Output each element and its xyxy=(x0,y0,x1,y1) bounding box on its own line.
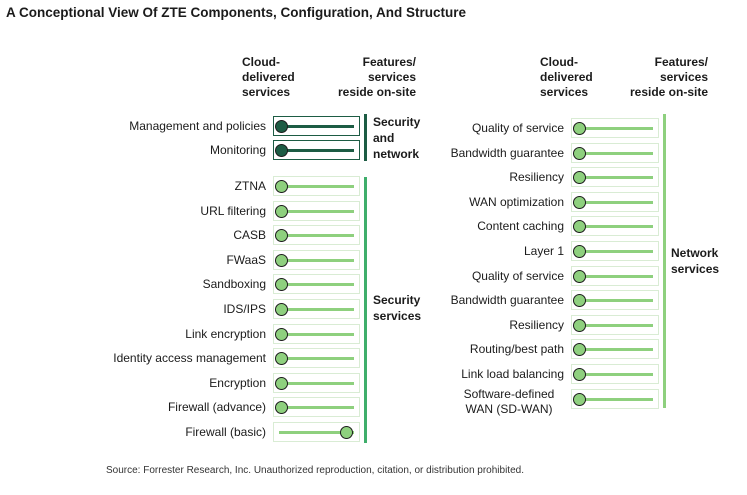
bracket-security-network xyxy=(364,114,367,161)
header-cloud-right: Cloud- delivered services xyxy=(540,55,593,99)
bracket-security-services xyxy=(364,177,367,443)
left-row-label: Identity access management xyxy=(113,351,266,366)
right-row-label: Quality of service xyxy=(471,268,564,283)
right-row-slider-knob xyxy=(573,122,586,135)
left-row-slider-knob xyxy=(275,376,288,390)
left-row-label: ZTNA xyxy=(234,179,266,193)
right-row-slider-track xyxy=(577,127,653,130)
right-row-slider-track xyxy=(577,151,653,155)
left-top-row-label: Management and policies xyxy=(129,119,266,133)
right-row-slider-knob xyxy=(573,245,586,258)
right-row-slider-knob xyxy=(573,171,586,185)
left-row-slider-knob xyxy=(275,253,288,267)
right-row-label: WAN optimization xyxy=(469,194,564,209)
right-row-slider-track xyxy=(577,299,653,303)
left-row-slider-track xyxy=(279,406,354,410)
right-row-slider-knob xyxy=(573,195,586,209)
right-row-label: Layer 1 xyxy=(523,244,564,258)
right-row-label: Software-defined WAN (SD-WAN) xyxy=(463,387,555,416)
left-top-row-slider-knob xyxy=(275,144,288,157)
source-note: Source: Forrester Research, Inc. Unautho… xyxy=(106,465,524,476)
left-row-label: Firewall (advance) xyxy=(167,400,266,415)
right-row-label: Quality of service xyxy=(471,121,564,135)
right-row-slider-knob xyxy=(573,269,586,283)
left-row-slider-knob xyxy=(340,426,353,439)
left-row-slider-track xyxy=(279,381,354,385)
right-row-slider-track xyxy=(577,348,653,352)
left-row-slider-track xyxy=(279,209,354,213)
right-row-label: Bandwidth guarantee xyxy=(450,145,564,160)
right-row-label: Routing/best path xyxy=(469,342,564,357)
left-top-row-label: Monitoring xyxy=(209,143,266,157)
bracket-network-services xyxy=(663,114,666,408)
left-row-slider-track xyxy=(279,308,354,311)
left-row-slider-track xyxy=(279,332,354,336)
group-label-network-services: Network services xyxy=(671,246,720,276)
header-onsite-right: Features/ services reside on-site xyxy=(629,55,708,99)
left-row-label: URL filtering xyxy=(200,203,266,218)
right-row-slider-track xyxy=(577,200,653,204)
right-row-slider-track xyxy=(577,250,653,253)
right-row-label: Content caching xyxy=(477,219,564,234)
header-onsite-left: Features/ services reside on-site xyxy=(337,55,416,99)
right-row-slider-track xyxy=(577,398,653,401)
left-row-slider-track xyxy=(279,431,354,434)
right-row-slider-track xyxy=(577,373,653,376)
left-row-slider-knob xyxy=(275,204,288,218)
left-row-slider-track xyxy=(279,283,354,287)
right-row-slider-track xyxy=(577,274,653,278)
right-row-slider-knob xyxy=(573,343,586,357)
left-top-row-slider-track xyxy=(279,125,354,128)
page-title: A Conceptional View Of ZTE Components, C… xyxy=(6,5,467,20)
left-row-slider-knob xyxy=(275,327,288,341)
right-row-slider-knob xyxy=(573,318,586,332)
left-top-row-slider-track xyxy=(279,149,354,152)
group-label-security-services: Security services xyxy=(373,293,422,323)
group-label-security-network: Security and network xyxy=(373,115,421,161)
right-row-label: Link load balancing xyxy=(461,367,564,381)
right-row-slider-knob xyxy=(573,393,586,406)
right-row-slider-knob xyxy=(573,146,586,160)
left-row-slider-knob xyxy=(275,229,288,243)
right-row-label: Resiliency xyxy=(509,317,564,332)
left-row-label: Sandboxing xyxy=(202,277,266,292)
left-row-label: FWaaS xyxy=(226,252,266,267)
right-row-label: Bandwidth guarantee xyxy=(450,293,564,308)
left-row-slider-knob xyxy=(275,180,288,193)
left-row-slider-knob xyxy=(275,303,288,316)
left-row-slider-track xyxy=(279,185,354,188)
left-row-slider-knob xyxy=(275,352,288,366)
left-row-slider-track xyxy=(279,234,354,238)
left-row-slider-track xyxy=(279,357,354,361)
right-row-slider-knob xyxy=(573,368,586,381)
left-row-slider-track xyxy=(279,258,354,262)
right-row-slider-track xyxy=(577,176,653,180)
left-row-label: Firewall (basic) xyxy=(185,425,266,439)
left-row-slider-knob xyxy=(275,401,288,415)
left-row-label: Encryption xyxy=(209,375,266,390)
left-row-label: CASB xyxy=(233,228,266,243)
left-row-slider-knob xyxy=(275,278,288,292)
right-row-label: Resiliency xyxy=(509,170,564,185)
left-row-label: Link encryption xyxy=(185,326,266,341)
right-row-slider-knob xyxy=(573,294,586,308)
right-row-slider-track xyxy=(577,323,653,327)
header-cloud-left: Cloud- delivered services xyxy=(242,55,295,99)
right-row-slider-track xyxy=(577,225,653,229)
left-top-row-slider-knob xyxy=(275,120,288,133)
left-row-label: IDS/IPS xyxy=(223,302,266,316)
right-row-slider-knob xyxy=(573,220,586,234)
